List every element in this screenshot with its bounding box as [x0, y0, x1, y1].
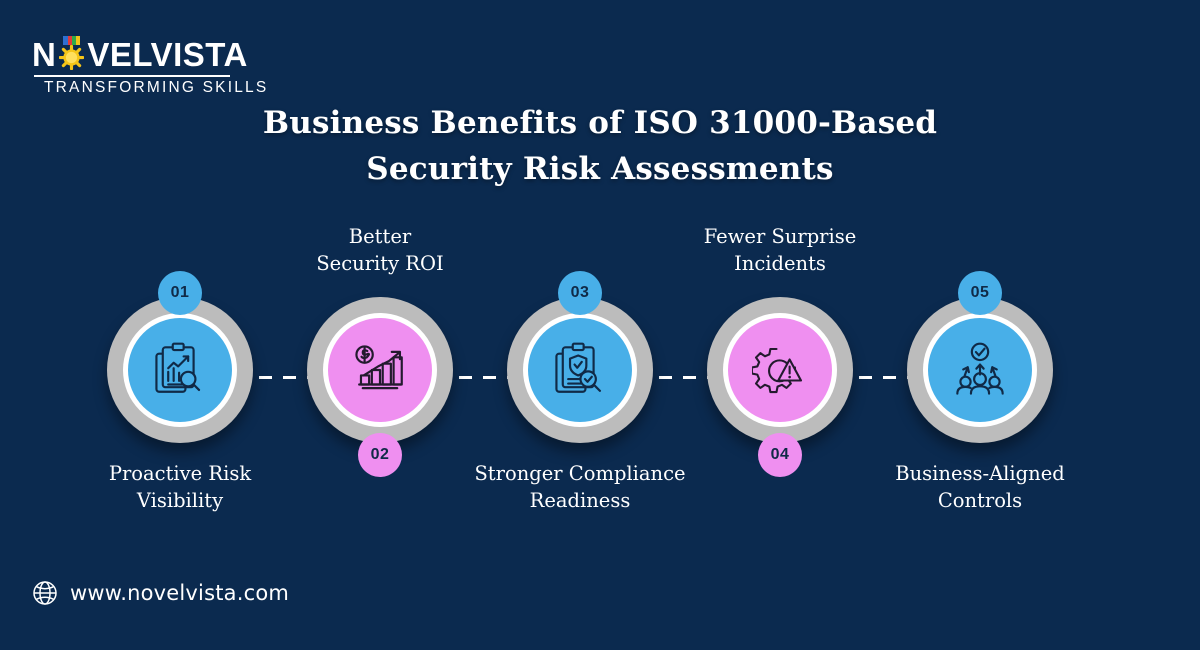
step-ring-02: [307, 297, 453, 443]
step-ring-03: [507, 297, 653, 443]
connector-dashes: [859, 375, 917, 379]
novelvista-logo: N VELVISTA TRANSFORMING SKILLS: [32, 36, 266, 96]
page-title: Business Benefits of ISO 31000-Based Sec…: [240, 100, 960, 192]
step-node-05[interactable]: Business-Aligned Controls 05: [880, 215, 1080, 535]
connector-dashes: [659, 375, 717, 379]
ring-inner: [328, 318, 432, 422]
title-line-2: Security Risk Assessments: [366, 151, 834, 187]
step-label-05: Business-Aligned Controls: [895, 462, 1065, 512]
people-check-arrows-icon: [956, 342, 1004, 395]
logo-wordmark-rest: VELVISTA: [87, 36, 248, 73]
step-node-02[interactable]: Better Security ROI 02: [280, 215, 480, 535]
website-url[interactable]: www.novelvista.com: [70, 581, 290, 605]
bar-chart-dollar-growth-icon: [355, 345, 403, 390]
sun-gear-glyph: [59, 45, 85, 70]
ring-inner: [128, 318, 232, 422]
footer: www.novelvista.com: [32, 580, 289, 606]
step-node-04[interactable]: Fewer Surprise Incidents 04: [680, 215, 880, 535]
clipboard-shield-check-magnifier-icon: [555, 342, 602, 393]
step-label-01: Proactive Risk Visibility: [108, 462, 252, 512]
step-ring-01: [107, 297, 253, 443]
step-badge-05: 05: [958, 271, 1002, 315]
sun-gear-icon: [57, 36, 86, 70]
clipboard-chart-magnifier-icon: [155, 342, 201, 393]
step-label-04: Fewer Surprise Incidents: [703, 225, 857, 275]
connector-dashes: [259, 375, 317, 379]
ring-inner: [528, 318, 632, 422]
logo-tagline: TRANSFORMING SKILLS: [44, 79, 269, 96]
step-badge-01: 01: [158, 271, 202, 315]
step-badge-03: 03: [558, 271, 602, 315]
step-label-02: Better Security ROI: [316, 225, 444, 275]
globe-icon: [33, 581, 57, 605]
step-ring-05: [907, 297, 1053, 443]
logo-letter-n: N: [32, 36, 57, 73]
gear-warning-icon: [752, 347, 803, 394]
step-node-03[interactable]: Stronger Compliance Readiness 03: [474, 215, 686, 535]
title-line-1: Business Benefits of ISO 31000-Based: [262, 105, 938, 141]
step-ring-04: [707, 297, 853, 443]
ring-inner: [728, 318, 832, 422]
logo-flag-squares: [63, 36, 81, 45]
step-node-01[interactable]: Proactive Risk Visibility 01: [80, 215, 280, 535]
connector-dashes: [459, 375, 517, 379]
logo-divider: [34, 75, 230, 77]
steps-row: Proactive Risk Visibility 01: [0, 215, 1200, 535]
logo-wordmark: N VELVISTA: [32, 36, 247, 73]
step-label-03: Stronger Compliance Readiness: [474, 462, 686, 512]
step-badge-02: 02: [358, 433, 402, 477]
step-badge-04: 04: [758, 433, 802, 477]
ring-inner: [928, 318, 1032, 422]
